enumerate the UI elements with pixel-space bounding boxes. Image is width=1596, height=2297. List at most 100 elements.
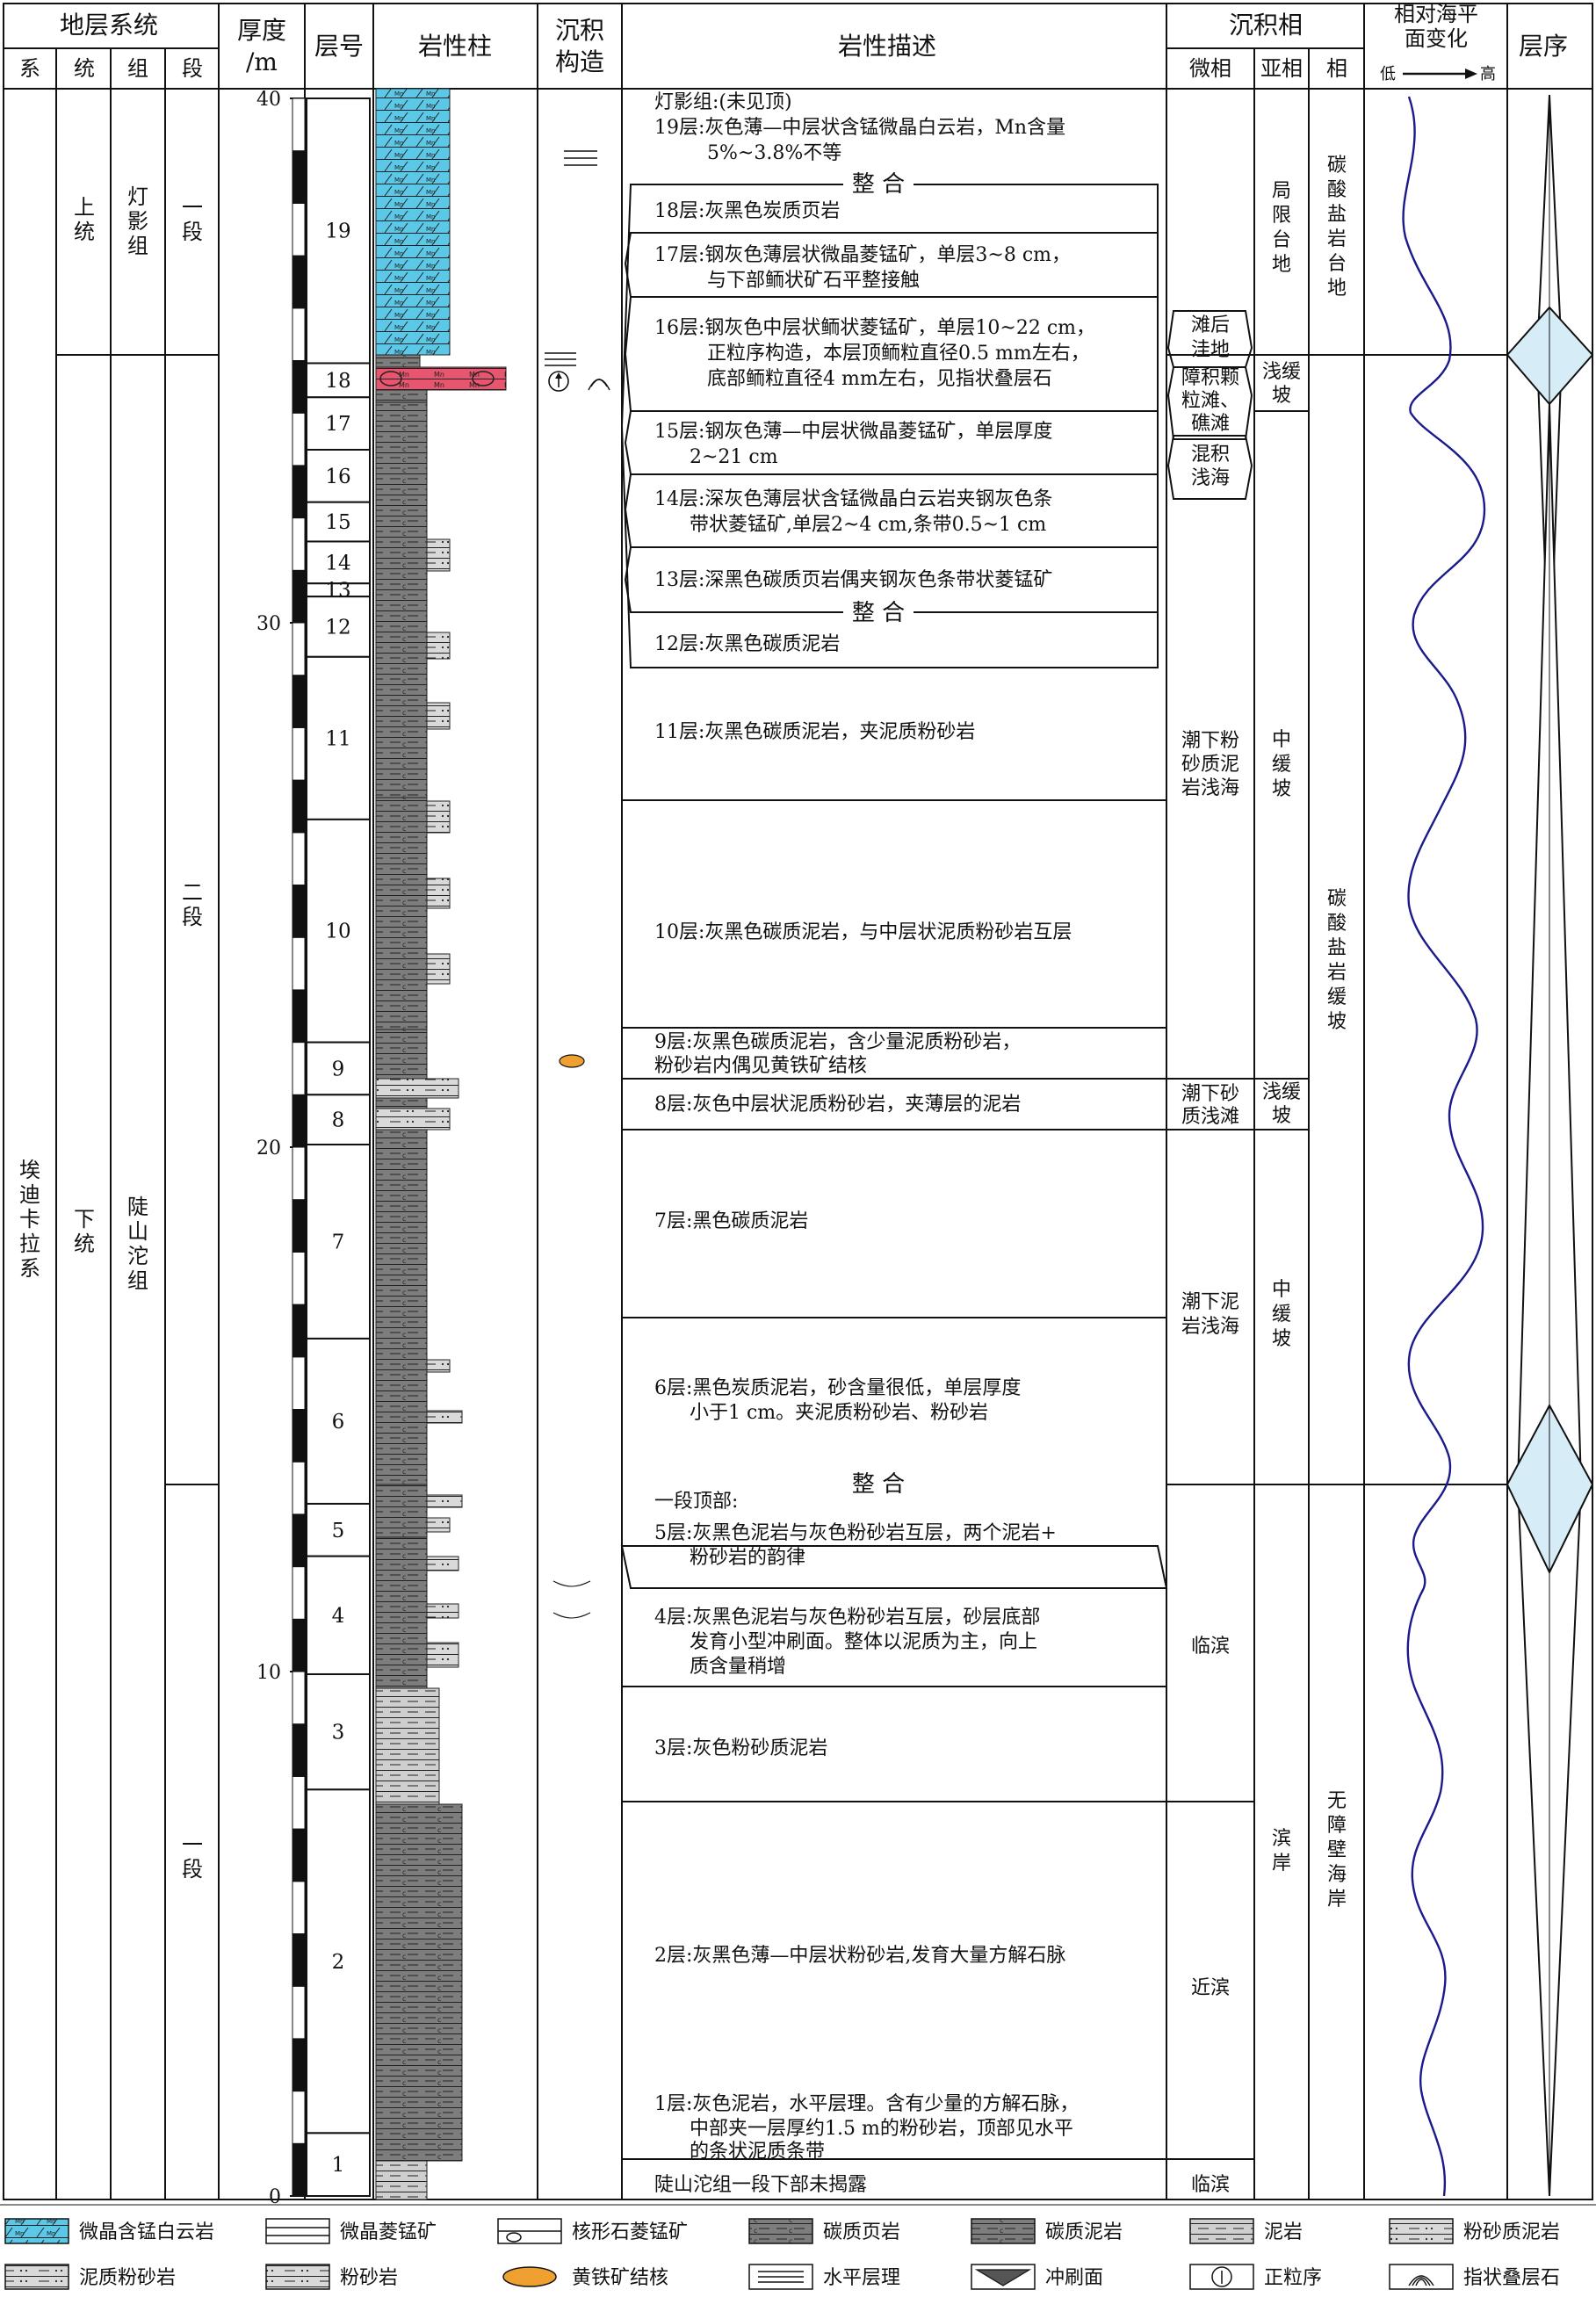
description-line: 陡山沱组一段下部未揭露 bbox=[654, 2174, 867, 2196]
legend-label: 泥质粉砂岩 bbox=[79, 2267, 176, 2289]
legend-swatch bbox=[502, 2266, 557, 2287]
header-group: 组 bbox=[127, 56, 148, 81]
description-line: 10层:灰黑色碳质泥岩，与中层状泥质粉砂岩互层 bbox=[654, 921, 1072, 943]
layer-number: 16 bbox=[325, 466, 350, 488]
subfacies-char: 坡 bbox=[1272, 385, 1291, 407]
scale-bar-segment bbox=[292, 517, 306, 571]
legend-item-carb-mudstone: 碳质泥岩 bbox=[971, 2218, 1123, 2244]
litho-silt-lens bbox=[426, 538, 451, 572]
thickness-tick-label: 30 bbox=[256, 613, 281, 635]
scale-bar-segment bbox=[292, 412, 306, 466]
horizontal-bedding-icon bbox=[545, 352, 576, 366]
scale-bar-segment bbox=[292, 1042, 306, 1095]
microfacies-label: 近滨 bbox=[1191, 1977, 1230, 1999]
scale-bar-segment bbox=[292, 885, 306, 938]
conformity-label: 整 合 bbox=[852, 1471, 905, 1498]
scale-bar-segment bbox=[292, 989, 306, 1044]
member-char: 段 bbox=[182, 220, 203, 244]
layer-box bbox=[306, 540, 371, 585]
legend-item-mn-dolomite: 微晶含锰白云岩 bbox=[4, 2218, 214, 2244]
legend-swatch bbox=[971, 2218, 1036, 2244]
layer-box bbox=[306, 1788, 371, 2134]
scale-bar-segment bbox=[292, 569, 306, 624]
description-line: 的条状泥质条带 bbox=[690, 2141, 825, 2163]
microfacies-label: 礁滩 bbox=[1191, 413, 1230, 435]
description-line: 18层:灰黑色炭质页岩 bbox=[654, 200, 840, 222]
system-char: 系 bbox=[19, 1256, 40, 1281]
lithology-column bbox=[375, 88, 507, 2200]
layer-number: 8 bbox=[332, 1109, 345, 1132]
layer-number: 1 bbox=[332, 2154, 345, 2177]
litho-mudstone-1 bbox=[375, 2160, 428, 2200]
description-line: 正粒序构造，本层顶鲕粒直径0.5 mm左右， bbox=[707, 343, 1090, 365]
facies-char: 岸 bbox=[1327, 1889, 1347, 1911]
scale-bar-segment bbox=[292, 1723, 306, 1777]
header-subfacies: 亚相 bbox=[1260, 56, 1303, 81]
header-structure: 沉积 bbox=[555, 16, 604, 45]
scale-bar-segment bbox=[292, 2038, 306, 2092]
legend-item-carb-shale: 碳质页岩 bbox=[748, 2218, 900, 2244]
stromatolite-icon bbox=[588, 379, 610, 391]
description-line: 底部鲕粒直径4 mm左右，见指状叠层石 bbox=[707, 368, 1052, 390]
legend-label: 冲刷面 bbox=[1045, 2267, 1103, 2289]
facies-char: 岩 bbox=[1327, 228, 1347, 250]
description-line: 13层:深黑色碳质页岩偶夹钢灰色条带状菱锰矿 bbox=[654, 569, 1052, 591]
legend-item-graded: 正粒序 bbox=[1189, 2264, 1322, 2290]
member-2-label: 二 段 bbox=[182, 880, 203, 929]
facies-char: 壁 bbox=[1327, 1839, 1347, 1861]
facies-char: 岩 bbox=[1327, 962, 1347, 984]
legend-item-stromatolite: 指状叠层石 bbox=[1389, 2264, 1560, 2290]
legend-swatch bbox=[1389, 2218, 1454, 2244]
legend: 微晶含锰白云岩微晶菱锰矿核形石菱锰矿碳质页岩碳质泥岩泥岩粉砂质泥岩泥质粉砂岩粉砂… bbox=[0, 2204, 1596, 2290]
litho-silt-lens bbox=[426, 800, 451, 834]
description-line: 发育小型冲刷面。整体以泥质为主，向上 bbox=[690, 1631, 1037, 1653]
layer-number: 12 bbox=[325, 616, 350, 639]
litho-silt-lens bbox=[426, 1642, 459, 1668]
scale-bar-segment bbox=[292, 1671, 306, 1725]
description-line: 9层:灰黑色碳质泥岩，含少量泥质粉砂岩， bbox=[654, 1031, 1021, 1053]
sedimentary-structures bbox=[545, 150, 610, 1619]
layer-number: 11 bbox=[325, 727, 350, 750]
scale-bar-segment bbox=[292, 1356, 306, 1411]
system-char: 迪 bbox=[19, 1182, 40, 1207]
legend-glyph bbox=[1211, 2266, 1232, 2287]
series-upper-label: 上 统 bbox=[74, 195, 95, 244]
facies-char: 海 bbox=[1327, 1864, 1347, 1886]
layer-number: 18 bbox=[325, 370, 350, 393]
layer-number: 15 bbox=[325, 511, 350, 534]
sea-level-curve bbox=[1402, 96, 1486, 2197]
layer-number: 10 bbox=[325, 921, 350, 943]
layer-box bbox=[306, 1555, 371, 1675]
pyrite-nodule-icon bbox=[559, 1054, 585, 1068]
microfacies-label: 混积 bbox=[1191, 444, 1230, 466]
lithology-descriptions: 灯影组:(未见顶) 19层:灰色薄—中层状含锰微晶白云岩，Mn含量 5%~3.8… bbox=[654, 91, 1095, 2196]
scale-bar-segment bbox=[292, 360, 306, 414]
facies-char: 地 bbox=[1327, 278, 1347, 300]
litho-mudstone-5 bbox=[375, 1484, 428, 1538]
header-series: 统 bbox=[74, 56, 95, 81]
litho-silt-lens bbox=[426, 1359, 451, 1373]
legend-item-muddy-siltstone: 泥质粉砂岩 bbox=[4, 2264, 176, 2290]
litho-silt-lens bbox=[426, 702, 451, 730]
member-char: 段 bbox=[182, 905, 203, 929]
legend-label: 微晶含锰白云岩 bbox=[79, 2221, 214, 2243]
layer-box bbox=[306, 1144, 371, 1340]
description-line: 粉砂岩内偶见黄铁矿结核 bbox=[654, 1055, 867, 1077]
subfacies-char: 坡 bbox=[1272, 1328, 1291, 1350]
series-char: 统 bbox=[74, 1232, 95, 1256]
header-thickness-unit: /m bbox=[246, 47, 278, 76]
thickness-tick-label: 10 bbox=[256, 1662, 281, 1684]
header-sequence: 层序 bbox=[1519, 32, 1568, 61]
facies-char: 障 bbox=[1327, 1815, 1347, 1837]
microfacies-label: 岩浅海 bbox=[1181, 777, 1239, 799]
subfacies-char: 缓 bbox=[1272, 754, 1291, 776]
header-description: 岩性描述 bbox=[838, 32, 936, 61]
legend-label: 指状叠层石 bbox=[1463, 2267, 1560, 2289]
sea-level-low-label: 低 bbox=[1380, 65, 1396, 83]
scale-bar-segment bbox=[292, 202, 306, 256]
scale-bar-segment bbox=[292, 1933, 306, 1987]
subfacies-char: 中 bbox=[1272, 729, 1291, 751]
description-line: 6层:黑色炭质泥岩，砂含量很低，单层厚度 bbox=[654, 1377, 1021, 1399]
unconformity-bg bbox=[843, 1469, 914, 1495]
